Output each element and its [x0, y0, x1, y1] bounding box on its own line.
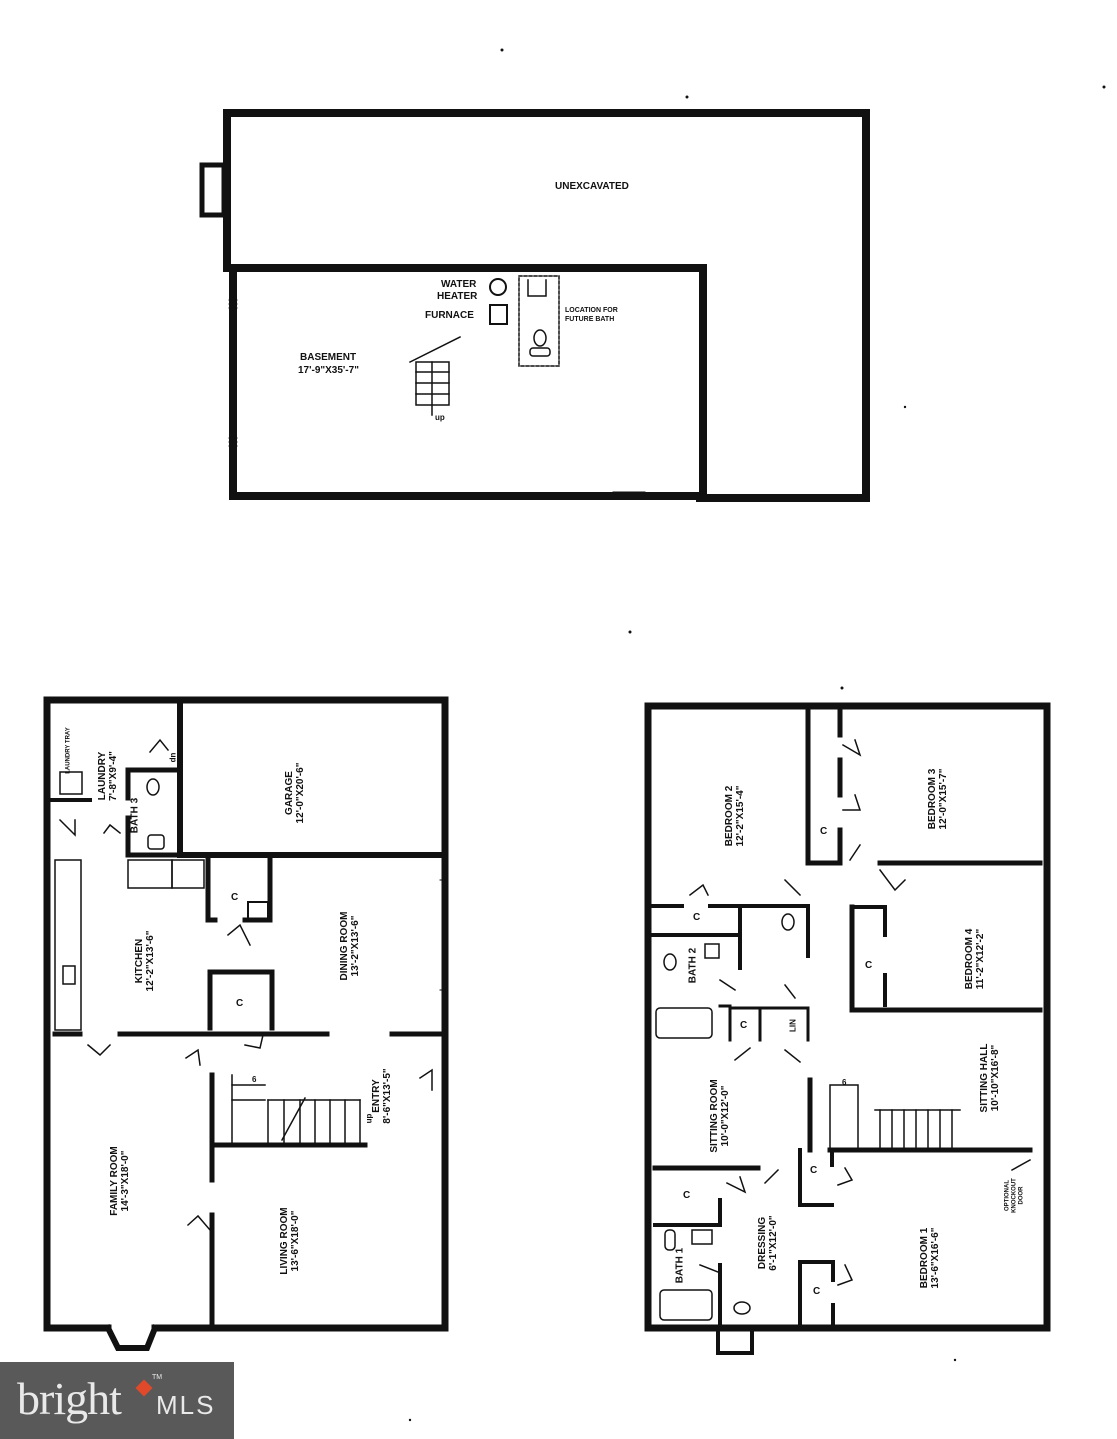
logo-brand-text: bright	[17, 1373, 122, 1424]
label-stair-num-1: 6	[252, 1075, 257, 1084]
label-water: WATER	[441, 279, 477, 290]
label-stair-dn: dn	[168, 752, 178, 763]
label-closet-b3: C	[820, 826, 828, 837]
label-stair-num-2: 6	[842, 1078, 847, 1087]
label-stair-up: up	[364, 1113, 374, 1124]
label-bath2: BATH 2	[687, 947, 699, 984]
label-laundry-tray: LAUNDRY TRAY	[65, 727, 72, 774]
label-closet-b1b: C	[813, 1286, 821, 1297]
label-basement-dims: 17'-9"X35'-7"	[298, 365, 359, 376]
label-future-bath-1: LOCATION FOR	[565, 307, 618, 314]
second-floor-plan	[644, 702, 1051, 1355]
label-unexcavated: UNEXCAVATED	[555, 181, 629, 192]
label-bath1: BATH 1	[674, 1247, 686, 1284]
label-closet-dressing: C	[683, 1190, 691, 1201]
label-basement-up: up	[435, 413, 445, 422]
first-floor-plan	[43, 696, 449, 1351]
label-heater: HEATER	[437, 291, 478, 302]
label-furnace: FURNACE	[425, 310, 474, 321]
label-closet-center: C	[236, 998, 244, 1009]
logo-tm: TM	[152, 1374, 163, 1381]
label-closet-b1a: C	[810, 1165, 818, 1176]
label-future-bath-2: FUTURE BATH	[565, 316, 615, 323]
logo-mls-text: MLS	[156, 1390, 216, 1420]
label-bath3: BATH 3	[129, 797, 141, 834]
label-basement: BASEMENT	[300, 352, 357, 363]
label-closet-b2: C	[693, 912, 701, 923]
label-closet-hall: C	[740, 1020, 748, 1031]
label-closet-pantry: C	[231, 892, 239, 903]
basement-plan	[199, 109, 870, 502]
logo-star-icon	[135, 1379, 153, 1397]
bright-mls-logo: bright TM MLS	[0, 1362, 234, 1439]
label-lin: LIN	[788, 1019, 798, 1032]
label-closet-b4: C	[865, 960, 873, 971]
